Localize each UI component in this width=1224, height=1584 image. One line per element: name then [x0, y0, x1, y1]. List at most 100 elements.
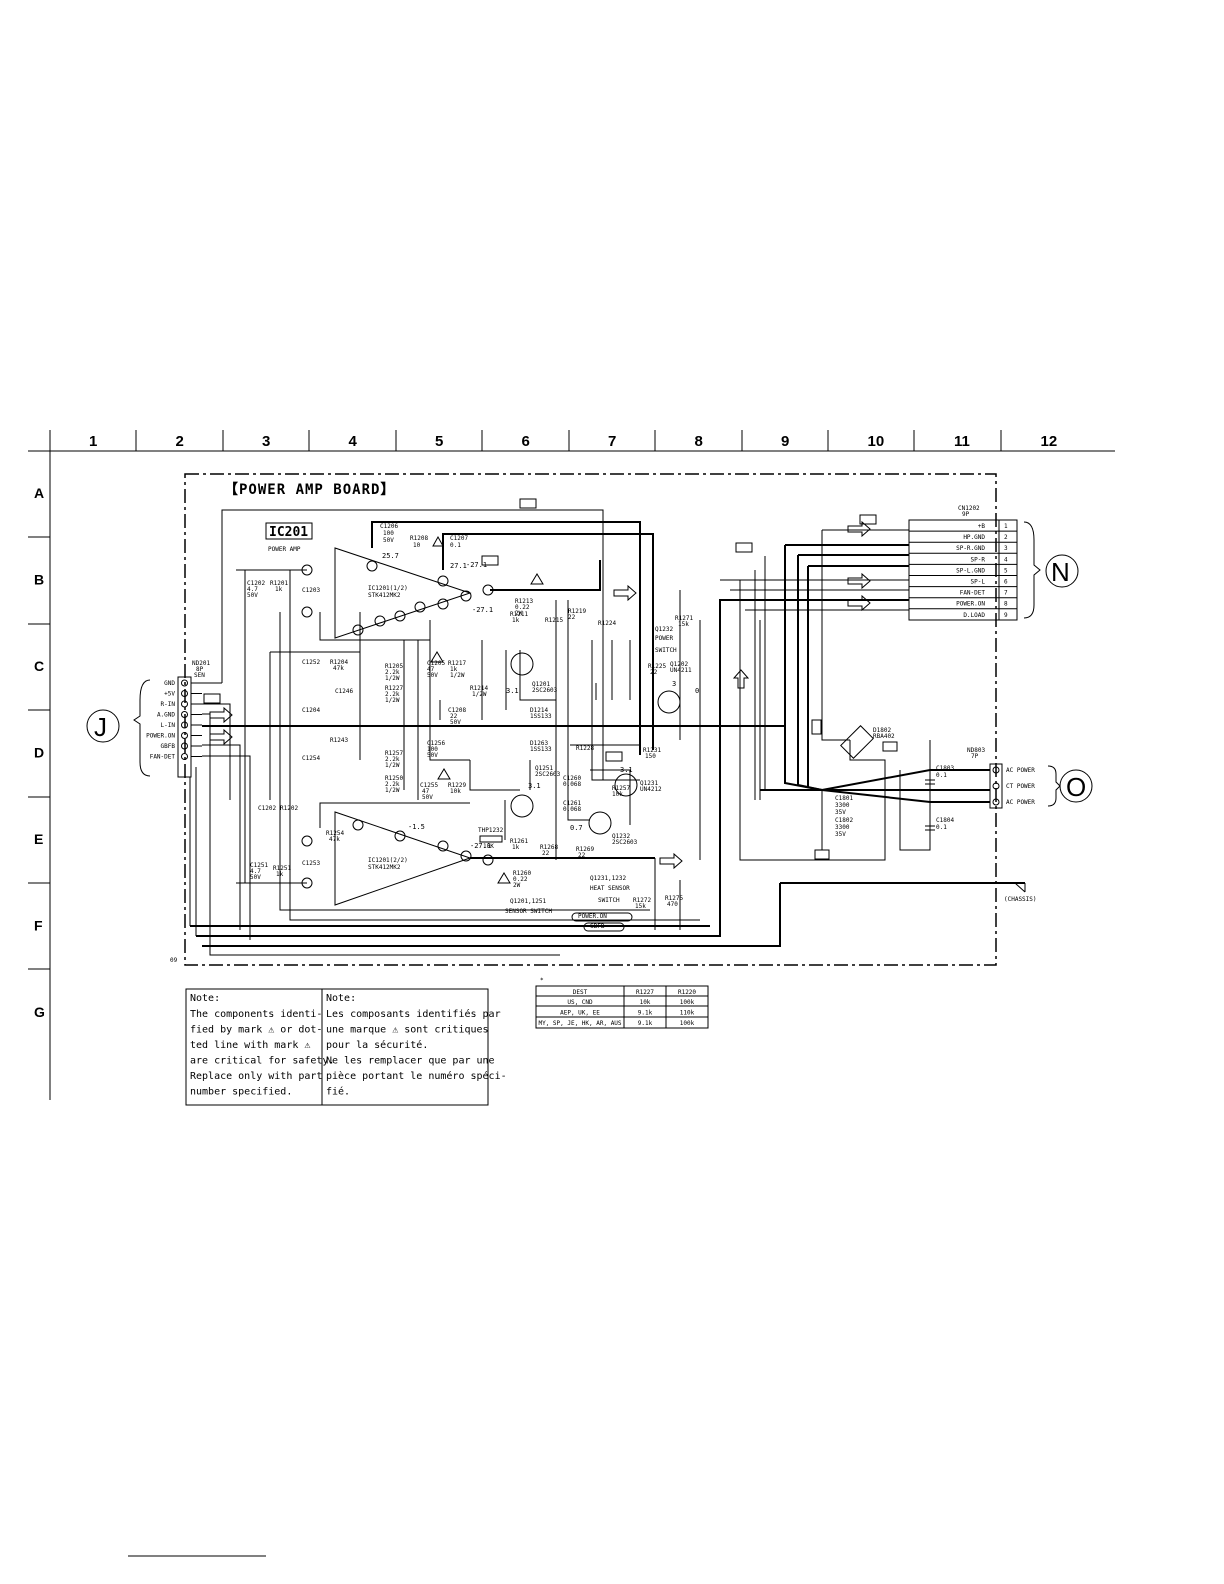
- svg-text:2.2k: 2.2k: [385, 781, 400, 788]
- connector-ac-pin-label: AC POWER: [1006, 767, 1035, 774]
- grid-row-label: C: [34, 658, 44, 674]
- signal-arrows: [209, 520, 871, 870]
- svg-text:15k: 15k: [678, 621, 689, 628]
- svg-text:R1250: R1250: [385, 775, 403, 782]
- connector-right-pin-number: 6: [1004, 579, 1008, 586]
- power-supply: D1802 RBA402 C1801 3300 35V C1802 3300 3…: [811, 719, 954, 860]
- svg-text:R1269: R1269: [576, 846, 594, 853]
- svg-text:2W: 2W: [515, 610, 523, 617]
- svg-text:09: 09: [170, 957, 178, 964]
- grid-row-label: A: [34, 485, 44, 501]
- dest-table-cell: 9.1k: [638, 1010, 653, 1017]
- svg-text:C1204: C1204: [302, 707, 320, 714]
- svg-text:C1252: C1252: [302, 659, 320, 666]
- note-fr-line: Les composants identifiés par: [326, 1008, 501, 1020]
- svg-text:R1204: R1204: [330, 659, 348, 666]
- svg-text:4.7: 4.7: [250, 868, 261, 875]
- transistors: Q1201 2SC2603 Q1251 2SC2603 Q1231 UN4212…: [478, 652, 692, 850]
- grid-col-label: 4: [349, 433, 358, 450]
- svg-text:Q1201,1251: Q1201,1251: [510, 898, 547, 905]
- svg-text:R1217: R1217: [448, 660, 466, 667]
- svg-text:7P: 7P: [971, 753, 979, 760]
- svg-text:0.1: 0.1: [936, 772, 947, 779]
- svg-text:1k: 1k: [276, 871, 284, 878]
- grid-row-label: B: [34, 572, 44, 588]
- grid-col-label: 2: [176, 433, 184, 450]
- svg-text:8P: 8P: [196, 666, 204, 673]
- connector-left-pin-label: A.GND: [157, 712, 175, 719]
- svg-text:47k: 47k: [329, 836, 340, 843]
- svg-text:C1251: C1251: [250, 862, 268, 869]
- ic-name: IC201: [269, 525, 308, 540]
- brace-ac: [1047, 765, 1061, 807]
- connector-left-pin-label: POWER.ON: [146, 733, 175, 740]
- connector-left-pin-mark: [181, 742, 188, 750]
- svg-text:R1205: R1205: [385, 663, 403, 670]
- ic-part-lower: IC1201(2/2): [368, 857, 408, 864]
- svg-text:2W: 2W: [513, 882, 521, 889]
- dest-table-cell: MY, SP, JE, HK, AR, AUS: [538, 1020, 621, 1027]
- svg-text:C1261: C1261: [563, 800, 581, 807]
- svg-text:Note:: Note:: [326, 993, 356, 1004]
- dest-table-marker: *: [540, 977, 544, 984]
- dest-table-cell: 10k: [640, 999, 651, 1006]
- svg-text:(CHASSIS): (CHASSIS): [1004, 896, 1037, 903]
- svg-text:R1208: R1208: [410, 535, 428, 542]
- brace-right: [1023, 521, 1041, 619]
- svg-text:R1227: R1227: [385, 685, 403, 692]
- dest-table-header: R1220: [678, 989, 696, 996]
- svg-text:10k: 10k: [612, 791, 623, 798]
- svg-text:Note:: Note:: [190, 993, 220, 1004]
- amp-triangle-lower: [334, 811, 472, 906]
- connector-right-pin-label: POWER.ON: [956, 601, 985, 608]
- notes-box: Note: Note:: [185, 988, 489, 1106]
- svg-text:SWITCH: SWITCH: [655, 647, 677, 654]
- connector-right-pin-number: 5: [1004, 567, 1008, 574]
- connector-right-pin-label: SP-L.GND: [956, 567, 985, 574]
- svg-text:1/2W: 1/2W: [450, 672, 465, 679]
- connector-ac-pin-label: CT POWER: [1006, 783, 1035, 790]
- svg-text:R1268: R1268: [540, 844, 558, 851]
- connector-left-pin-label: R-IN: [161, 701, 176, 708]
- svg-text:C1203: C1203: [302, 587, 320, 594]
- note-en-line: The components identi-: [190, 1009, 322, 1020]
- svg-text:C1802: C1802: [835, 817, 853, 824]
- note-en-line: ted line with mark ⚠: [190, 1040, 311, 1051]
- grid-col-label: 5: [435, 433, 443, 450]
- grid-col-label: 10: [868, 433, 885, 450]
- note-fr-line: pièce portant le numéro spéci-: [326, 1070, 507, 1082]
- note-en-line: are critical for safety.: [190, 1056, 335, 1067]
- connector-left-pin-mark: [181, 721, 188, 729]
- board-title: 【POWER AMP BOARD】: [224, 482, 395, 498]
- plug-j: [86, 709, 120, 743]
- dest-table-cell: AEP, UK, EE: [560, 1010, 600, 1017]
- svg-text:R1219: R1219: [568, 608, 586, 615]
- grid-col-label: 11: [954, 433, 970, 450]
- svg-text:50V: 50V: [427, 752, 438, 759]
- svg-text:RBA402: RBA402: [873, 733, 895, 740]
- svg-text:Q1202: Q1202: [670, 661, 688, 668]
- svg-text:50V: 50V: [450, 719, 461, 726]
- svg-text:470: 470: [667, 901, 678, 908]
- svg-text:1/2W: 1/2W: [385, 697, 400, 704]
- connector-right-pin-number: 8: [1004, 601, 1008, 608]
- svg-text:2SC2603: 2SC2603: [535, 771, 561, 778]
- svg-text:22: 22: [450, 713, 458, 720]
- svg-text:2SC2603: 2SC2603: [532, 687, 558, 694]
- svg-text:R1243: R1243: [330, 737, 348, 744]
- svg-text:35V: 35V: [835, 831, 846, 838]
- svg-text:C1254: C1254: [302, 755, 320, 762]
- connector-ac-pin-mark: [992, 766, 1000, 774]
- note-fr-line: fié.: [326, 1086, 350, 1098]
- svg-text:1k: 1k: [512, 844, 520, 851]
- svg-text:SENSOR SWITCH: SENSOR SWITCH: [505, 908, 552, 915]
- svg-text:R1229: R1229: [448, 782, 466, 789]
- svg-text:Q1232: Q1232: [655, 626, 673, 633]
- svg-text:R1231: R1231: [643, 747, 661, 754]
- svg-text:R1261: R1261: [510, 838, 528, 845]
- svg-text:2.2k: 2.2k: [385, 756, 400, 763]
- svg-text:47: 47: [422, 788, 430, 795]
